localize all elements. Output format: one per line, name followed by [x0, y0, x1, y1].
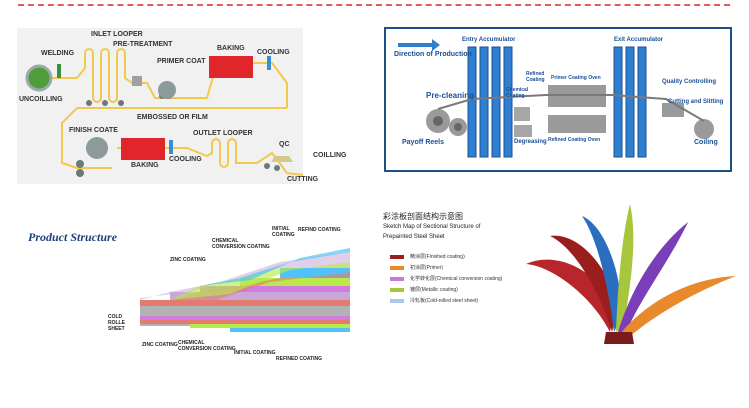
legend-item: 精涂层 (Finished coating) [390, 252, 465, 261]
legend-label-en: (Chemical conversion coating) [435, 275, 503, 282]
label-cutting: CUTTING [287, 176, 319, 183]
label-payoff-reels: Payoff Reels [402, 139, 445, 146]
fan-blade [582, 216, 622, 332]
label-coiling: COILLING [313, 152, 347, 159]
cutting-station [662, 103, 684, 117]
label-primer-coating-oven: Primer Coating Oven [551, 75, 601, 81]
label-refined-coating-bottom: REFINED COATING [276, 356, 323, 362]
label-coiling: Coiling [694, 139, 718, 146]
sectional-title-en-1: Sketch Map of Sectional Structure of [383, 224, 481, 230]
legend-swatch [390, 287, 404, 292]
fan-blade [618, 222, 688, 332]
sectional-title-en-2: Prepainted Steel Sheet [383, 234, 445, 240]
label-cutting-slitting: Cutting and Slitting [668, 99, 724, 105]
legend-label-cn: 化学转化层 [410, 276, 436, 282]
label-initial-coating-bottom: INITIAL COATING [234, 350, 276, 356]
product-structure-diagram [140, 248, 350, 332]
label-uncoiling: UNCOILLING [19, 96, 63, 103]
legend-item: 初涂层 (Primer) [390, 263, 443, 272]
direction-arrow [398, 39, 440, 51]
coating-line-panel: Direction of Production Entry Accumulato… [384, 27, 732, 172]
legend-swatch [390, 276, 404, 281]
label-zinc-coating-top: ZINC COATING [170, 257, 206, 263]
product-structure-title: Product Structure [28, 230, 118, 244]
label-pre-cleaning: Pre-cleaning [426, 91, 475, 100]
label-direction-of-production: Direction of Production [394, 51, 472, 58]
label-cooling-bottom: COOLING [169, 156, 202, 163]
legend-item: 冷轧板 (Cold-rolled steel sheet) [390, 296, 478, 305]
sectional-structure-title: 彩涂板剖面结构示意图 Sketch Map of Sectional Struc… [383, 212, 480, 242]
label-qc: QC [279, 141, 290, 148]
label-exit-accumulator: Exit Accumulator [614, 37, 664, 43]
label-primer-coat: PRIMER COAT [157, 58, 206, 65]
fan-graphic [526, 204, 736, 344]
cooling-unit-top [267, 56, 271, 70]
baking-oven-bottom [121, 138, 165, 160]
coating-line-diagram [398, 39, 714, 158]
chemical-coating-tank [514, 107, 530, 121]
legend-swatch [390, 265, 404, 270]
fan-blade [616, 204, 634, 332]
legend-label-cn: 镀层 [410, 287, 421, 293]
label-inlet-looper: INLET LOOPER [91, 31, 143, 38]
cooling-unit-bottom [169, 140, 173, 154]
entry-accumulator [467, 46, 513, 158]
fan-base [604, 332, 634, 344]
degreasing-tank [514, 125, 532, 137]
label-outlet-looper: OUTLET LOOPER [193, 130, 253, 137]
legend-item: 镀层 (Metallic coating) [390, 285, 458, 294]
label-cooling-top: COOLING [257, 49, 290, 56]
baking-oven-top [209, 56, 253, 78]
label-cold-rolle-sheet: COLD ROLLE SHEET [108, 314, 125, 332]
label-refined-coating-oven: Refined Coating Oven [548, 137, 601, 143]
label-degreasing: Degreasing [514, 139, 547, 145]
top-dashed-rule [18, 4, 730, 6]
label-chemical-conversion-top: CHEMICAL CONVERSION COATING [212, 238, 270, 250]
label-refind-coating-top: REFIND COATING [298, 227, 341, 233]
label-entry-accumulator: Entry Accumulator [462, 37, 516, 43]
label-pre-treatment: PRE-TREATMENT [113, 41, 173, 48]
legend-label-cn: 冷轧板 [410, 298, 426, 304]
legend-label-en: (Primer) [425, 264, 444, 271]
exit-accumulator [613, 46, 647, 158]
pretreatment-tanks [132, 76, 142, 86]
qc-station [271, 156, 293, 162]
process-line-panel: INLET LOOPER WELDING PRE-TREATMENT UNCOI… [17, 28, 346, 184]
refined-coating-oven [548, 115, 606, 133]
strip-path [437, 94, 705, 122]
label-refined-coating: Refined Coating [526, 71, 545, 83]
legend-label-en: (Cold-rolled steel sheet) [425, 297, 479, 304]
label-quality-controlling: Quality Controlling [662, 79, 716, 85]
welding-unit [57, 64, 61, 78]
legend-swatch [390, 254, 404, 259]
label-zinc-coating-bottom: ZINC COATING [142, 342, 178, 348]
fan-blade [620, 276, 736, 338]
legend-item: 化学转化层 (Chemical conversion coating) [390, 274, 502, 283]
label-baking-bottom: BAKING [131, 162, 159, 169]
coiling-reel [694, 119, 714, 139]
label-initial-coating-top: INITIAL COATING [272, 226, 295, 238]
legend-label-cn: 初涂层 [410, 265, 426, 271]
fan-blade [550, 235, 618, 332]
legend-label-cn: 精涂层 [410, 254, 426, 260]
label-welding: WELDING [41, 50, 75, 57]
legend-label-en: (Metallic coating) [420, 286, 458, 293]
legend-label-en: (Finished coating) [425, 253, 465, 260]
label-chemical-coating: Chemical Coating [506, 87, 529, 99]
sectional-title-cn: 彩涂板剖面结构示意图 [383, 212, 463, 221]
payoff-reels [426, 109, 467, 136]
layer-stack [140, 248, 350, 332]
primer-coater-roller [158, 81, 176, 99]
uncoil-coil [25, 64, 53, 92]
label-embossed: EMBOSSED OR FILM [137, 114, 208, 121]
label-finish-coat: FINISH COATE [69, 127, 118, 134]
label-baking-top: BAKING [217, 45, 245, 52]
label-chemical-conversion-bottom: CHEMICAL CONVERSION COATING [178, 340, 236, 352]
finish-coater-roller [86, 137, 108, 159]
legend-swatch [390, 298, 404, 303]
process-line-diagram [25, 48, 303, 177]
